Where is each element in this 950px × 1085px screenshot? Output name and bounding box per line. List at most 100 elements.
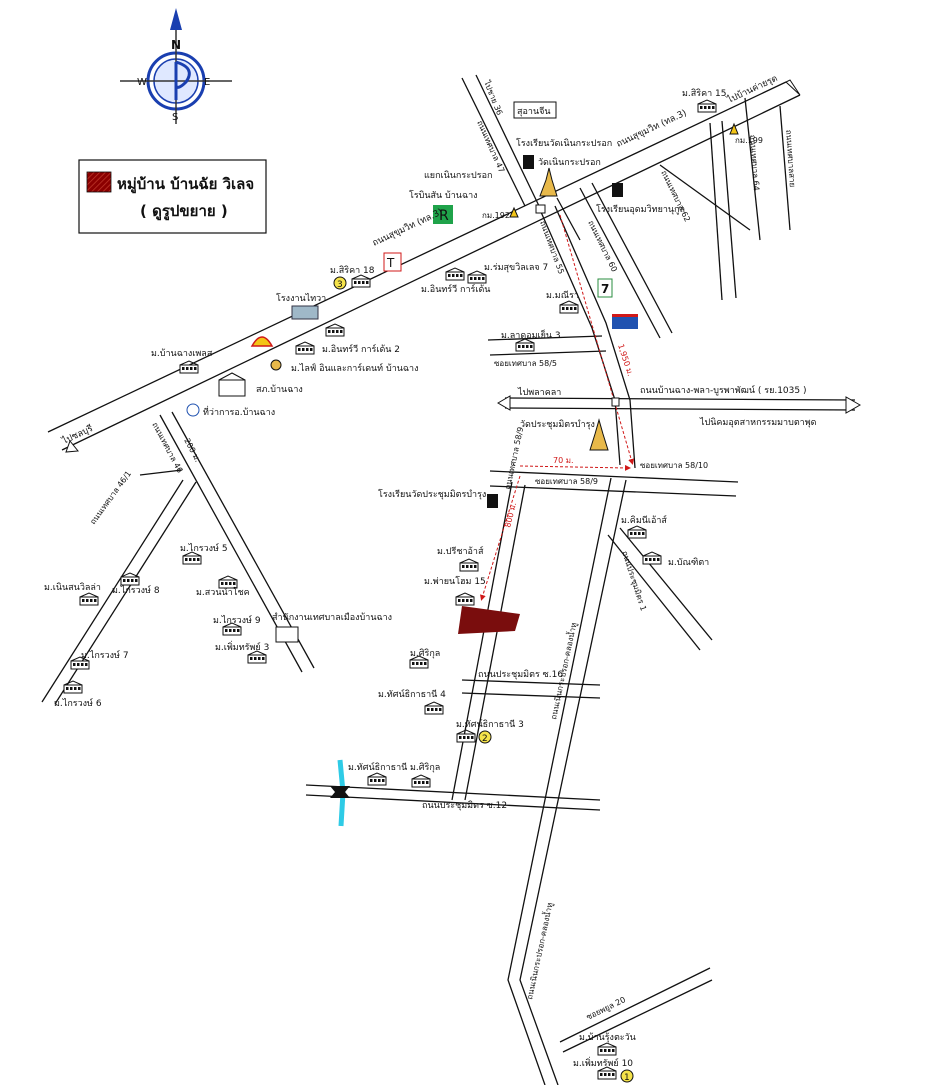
river [330,759,350,827]
school-icon [487,155,623,508]
place-bandit: ม.บัณฑิตา [668,557,709,568]
label-prachum-12: ถนนประชุมมิตร ซ.12 [422,800,507,811]
legend-title: หมู่บ้าน บ้านฉัย วิเลจ [117,175,254,194]
village-plot [458,606,520,634]
place-ban-chang-place: ม.บ้านฉางเพลส [151,348,213,359]
soi-jin-box [513,101,557,119]
badge-3: 3 [337,280,343,290]
robinson-icon: R [433,205,453,224]
place-wat-nen: วัดเนินกระปรอก [538,157,601,168]
place-tan3: ม.ทัศน์ธิกาธานี 3 [456,718,524,730]
distance-lines [480,214,635,601]
place-suan: ม.สวนนำโชค [196,587,250,598]
place-siri18: ม.สิริคา 18 [330,265,375,276]
roads [41,74,856,1085]
label-to-industrial: ไปนิคมอุตสาหกรรมมาบตาพุด [699,417,817,428]
gov-building-icon [218,372,299,643]
place-km199: กม.199 [735,136,763,145]
place-police: สภ.บ้านฉาง [256,384,303,395]
label-to-phla: ไปพลาคลา [517,387,561,398]
label-nen-krapok-2: ถนนเนินกระปรอก-คลองน้ำหู [523,901,555,1000]
place-krawong5: ม.ไกรวงษ์ 5 [180,542,228,554]
road-arrows [65,79,862,453]
shell-station-icon [250,336,274,347]
place-poem10: ม.เพิ่มทรัพย์ 10 [573,1056,633,1069]
place-robinson: โรบินสัน บ้านฉาง [409,190,478,201]
label-soi62: ถนนเทศบาล 62 [659,169,692,223]
place-municipal: สำนักงานเทศบาลเมืองบ้านฉาง [272,612,392,623]
house-icons [63,99,717,1080]
place-wat-prachum: วัดประชุมมิตรบำรุง [520,419,595,430]
label-sukhumvit-2: ถนนสุขุมวิท (ทล.3) [371,207,445,249]
label-soi58-10: ซอยเทศบาล 58/10 [640,461,708,470]
place-nin: ม.เนินสนวิลล่า [44,582,101,593]
place-district: ที่ว่าการอ.บ้านฉาง [203,405,275,418]
label-dist-800: 800 ม. [503,501,518,528]
place-school-udom: โรงเรียนอุดมวิทยานุกูล [596,204,685,215]
place-factory: โรงงานไทวา [276,293,326,304]
place-school-nen: โรงเรียนวัดเนินกระปรอก [516,138,612,149]
badge-2: 2 [482,734,488,744]
place-krawong8: ม.ไกรวงษ์ 8 [112,584,160,596]
label-dist-1950: 1,950 ม. [616,343,635,377]
place-krawong6: ม.ไกรวงษ์ 6 [54,697,102,709]
compass-rose: N S E W [120,8,232,124]
place-km192: กม.192 [482,211,510,220]
km-marker-icon [509,122,739,218]
label-soi58-9: ซอยเทศบาล 58/9 [535,477,598,486]
place-rom-suk: ม.ร่มสุขวิลเลจ 7 [484,262,548,273]
seven-eleven-icon: 7 [597,278,613,298]
place-krawong7: ม.ไกรวงษ์ 7 [81,649,129,661]
place-krawong9: ม.ไกรวงษ์ 9 [213,614,261,626]
label-to-chonburi: ไปชลบุรี [60,423,95,447]
label-soi58-9-side: ถนนเทศบาล 58/9 [503,426,525,490]
legend-subtitle: ( ดูรูปขยาย ) [140,202,228,221]
label-soi60: ถนนเทศบาล 60 [586,219,619,273]
temple-icon [539,167,609,451]
seven-logo-icon: T [383,252,402,272]
place-in-chan2: ม.อินทร์วี การ์เด้น 2 [322,343,400,355]
place-m-nee: ม.มณีรา [546,290,579,301]
place-in-chan: ม.อินทร์วี การ์เด้น [421,283,490,295]
place-kim: ม.คิมนีเอ้าส์ [621,514,667,526]
svg-text:R: R [439,208,449,224]
place-pree: ม.ปรีชาอ้าส์ [437,545,484,557]
label-soi64: ถนนเทศบาล 64 [748,135,761,192]
place-ban-rung: ม.บ้านรุ้งตะวัน [579,1032,636,1043]
place-junction: แยกเนินกระปรอก [424,170,492,181]
label-soi46-1: ถนนเทศบาล 46/1 [88,469,133,526]
svg-text:7: 7 [601,282,609,296]
place-siri15: ม.สิริคา 15 [682,88,727,99]
place-siri-kul: ม.ศิริกุล [410,648,440,659]
badge-1: 1 [624,1073,630,1083]
place-pai: ม.พ่ายนโฮม 15 [424,576,486,587]
label-soi58-5: ซอยเทศบาล 58/5 [494,359,557,368]
police-icon [270,359,282,371]
legend: หมู่บ้าน บ้านฉัย วิเลจ ( ดูรูปขยาย ) [78,159,267,234]
label-soi-right: ถนนเทศบาลสาย [784,130,797,188]
place-siri-kul2: ม.ศิริกุล [410,762,440,773]
place-labels: สุอานจีน โรงเรียนวัดเนินกระปรอก วัดเนินก… [44,88,763,1069]
label-prachum-16: ถนนประชุมมิตร ซ.16 [478,669,563,680]
place-soi-jin: สุอานจีน [517,106,551,117]
place-ladda: ม.ลาดอมเย็น 3 [501,328,561,341]
place-school-prachum: โรงเรียนวัดประชุมมิตรบำรุง [378,489,486,500]
compass-n: N [171,38,181,52]
label-sukhumvit: ถนนสุขุมวิท (ทล.3) [615,108,689,150]
place-tan-a: ม.ทัศน์ธิกาธานี [348,761,407,773]
factory-icon [291,305,319,320]
legend-swatch [86,171,112,193]
district-icon [186,403,200,417]
place-tan4: ม.ทัศน์ธิกาธานี 4 [378,688,446,700]
tesco-icon [612,314,638,329]
compass-s: S [172,112,178,123]
compass-e: E [204,77,210,88]
place-poem: ม.เพิ่มทรัพย์ 3 [215,640,269,653]
place-life: ม.ไลฟ์ อินและการ์เดนท์ บ้านฉาง [291,362,418,374]
junction-box-icon [535,204,620,407]
compass-w: W [137,77,147,88]
svg-text:T: T [386,256,395,270]
label-dist-70: 70 ม. [553,456,574,465]
